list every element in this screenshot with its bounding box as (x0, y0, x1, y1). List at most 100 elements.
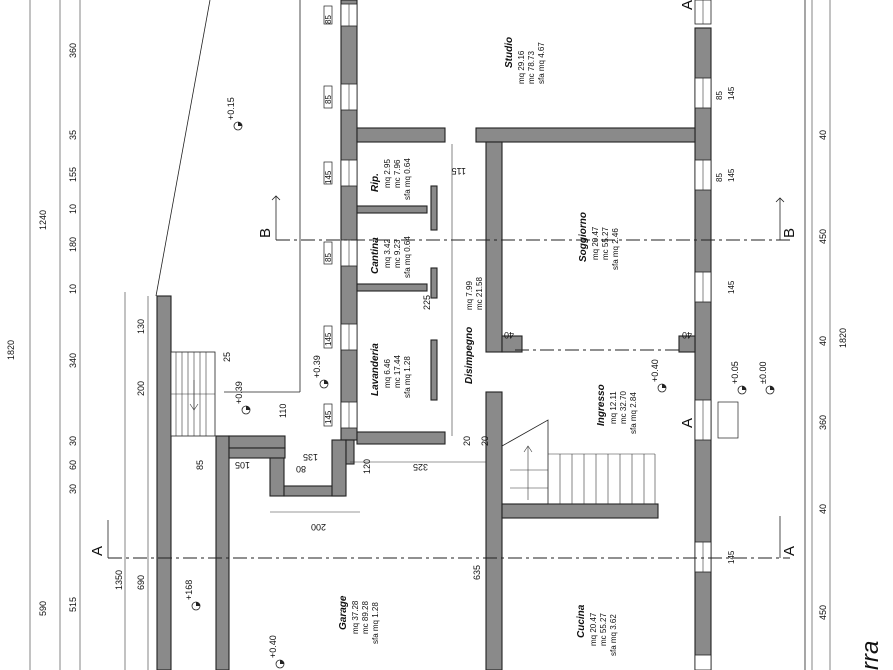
room-label-cucina: Cucina mq 20.47 mc 55.27 sfa mq 3.62 (576, 604, 618, 656)
room-label-garage: Garage mq 37.28 mc 89.28 sfa mq 1.28 (338, 595, 380, 644)
dim-label: 130 (136, 319, 146, 334)
dim-label: 340 (68, 353, 78, 368)
window-dim: 145 (324, 332, 333, 346)
wall (501, 335, 523, 353)
room-metric: mc 78.73 (527, 51, 536, 84)
dim-label: 360 (68, 43, 78, 58)
room-label-ingresso: Ingresso mq 12.11 mc 32.70 sfa mq 2.84 (596, 384, 638, 434)
dimension-lines (29, 0, 831, 670)
level-label: +0.15 (226, 97, 236, 120)
partial-label: rra (857, 641, 884, 670)
entrance-step (717, 401, 739, 439)
room-metric: mc 17.44 (393, 355, 402, 388)
room-label-cantina: Cantina mq 3.42 mc 9.23 sfa mq 0.64 (370, 236, 412, 278)
section-letter: B (781, 228, 798, 238)
dim-label: 200 (136, 381, 146, 396)
dim-label: 40 (818, 336, 828, 346)
room-metric: mc 89.28 (361, 601, 370, 634)
room-name: Lavanderia (370, 343, 381, 396)
inner-stair (501, 419, 656, 505)
dim-label: 40 (818, 130, 828, 140)
level-marker: +0.39 (312, 355, 329, 389)
wall (485, 391, 503, 670)
dim-label: 635 (472, 565, 482, 580)
dim-label: 85 (195, 460, 205, 470)
dim-label: 10 (68, 204, 78, 214)
dim-label: 690 (136, 575, 146, 590)
wall (340, 0, 358, 441)
room-metric: mc 21.58 (475, 277, 484, 310)
room-metric: sfa mq 2.46 (611, 228, 620, 270)
dim-label: 60 (68, 460, 78, 470)
room-metric: mq 2.95 (383, 159, 392, 188)
room-label-studio: Studio mq 29.16 mc 78.73 sfa mq 4.67 (504, 37, 546, 84)
wall (430, 267, 438, 299)
level-marker: +0.15 (226, 97, 243, 131)
window-dim: 85 (324, 95, 333, 104)
room-metric: sfa mq 1.28 (371, 602, 380, 644)
dim-label: 325 (413, 462, 428, 472)
dim-label: 25 (222, 352, 232, 362)
section-letter: B (257, 228, 274, 238)
dim-label: 40 (818, 504, 828, 514)
level-label: +0.39 (312, 355, 322, 378)
wall (215, 435, 230, 670)
room-name: Cucina (576, 604, 587, 638)
level-markers: +0.15 +0.39 +0.39 +0.40 +0.05 ±0.00 (184, 97, 775, 669)
room-name: Soggiorno (578, 212, 589, 262)
window-dim: 85 (324, 253, 333, 262)
dim-label: 115 (452, 166, 466, 176)
site-lines (155, 0, 806, 670)
wall (228, 447, 286, 459)
walls (156, 0, 712, 670)
wall (694, 27, 712, 670)
room-metric: mq 29.16 (517, 50, 526, 84)
room-label-lavanderia: Lavanderia mq 6.46 mc 17.44 sfa mq 1.28 (370, 343, 412, 398)
section-letter: A (89, 546, 106, 556)
level-label: +0.05 (730, 361, 740, 384)
level-label: ±0.00 (758, 362, 768, 384)
level-label: +0.40 (268, 635, 278, 658)
room-name: Cantina (370, 237, 381, 274)
window-dim: 145 (727, 168, 736, 182)
section-letter: A (781, 546, 798, 556)
dims-inner: 110 25 85 105 80 135 120 325 200 20 20 2… (195, 166, 692, 580)
dim-label: 40 (682, 330, 692, 340)
dim-label: 200 (311, 522, 326, 532)
dim-label: 30 (68, 484, 78, 494)
wall (269, 457, 285, 497)
window-dim: 145 (324, 170, 333, 184)
room-metric: mq 37.28 (351, 600, 360, 634)
dim-label: 180 (68, 237, 78, 252)
dim-label: 80 (296, 464, 306, 474)
dim-label: 1240 (38, 210, 48, 230)
dim-label: 10 (68, 284, 78, 294)
room-metric: mc 9.23 (393, 239, 402, 268)
room-metric: mc 7.96 (393, 159, 402, 188)
level-label: +0.39 (234, 381, 244, 404)
room-metric: sfa mq 0.64 (403, 236, 412, 278)
wall (356, 283, 428, 292)
level-marker: +0.40 (650, 359, 667, 393)
dim-label: 450 (818, 605, 828, 620)
room-metric: mc 32.70 (619, 391, 628, 424)
wall (678, 335, 696, 353)
wall (156, 295, 172, 670)
wall (430, 339, 438, 401)
wall (356, 205, 428, 214)
level-marker: ±0.00 (758, 362, 775, 395)
window-dim: 145 (324, 410, 333, 424)
dim-label: 135 (303, 452, 318, 462)
level-label: +168 (184, 580, 194, 600)
wall (345, 439, 355, 465)
dim-label: 155 (68, 167, 78, 182)
window (694, 654, 712, 670)
room-label-disimpegno: Disimpegno mq 7.99 mc 21.58 (464, 277, 484, 384)
dim-label: 30 (68, 436, 78, 446)
dims-left: 1820 1240 1350 360 35 155 10 180 10 340 … (6, 43, 146, 616)
section-lines (107, 195, 790, 559)
dim-label: 360 (818, 415, 828, 430)
level-marker: +0.05 (730, 361, 747, 395)
